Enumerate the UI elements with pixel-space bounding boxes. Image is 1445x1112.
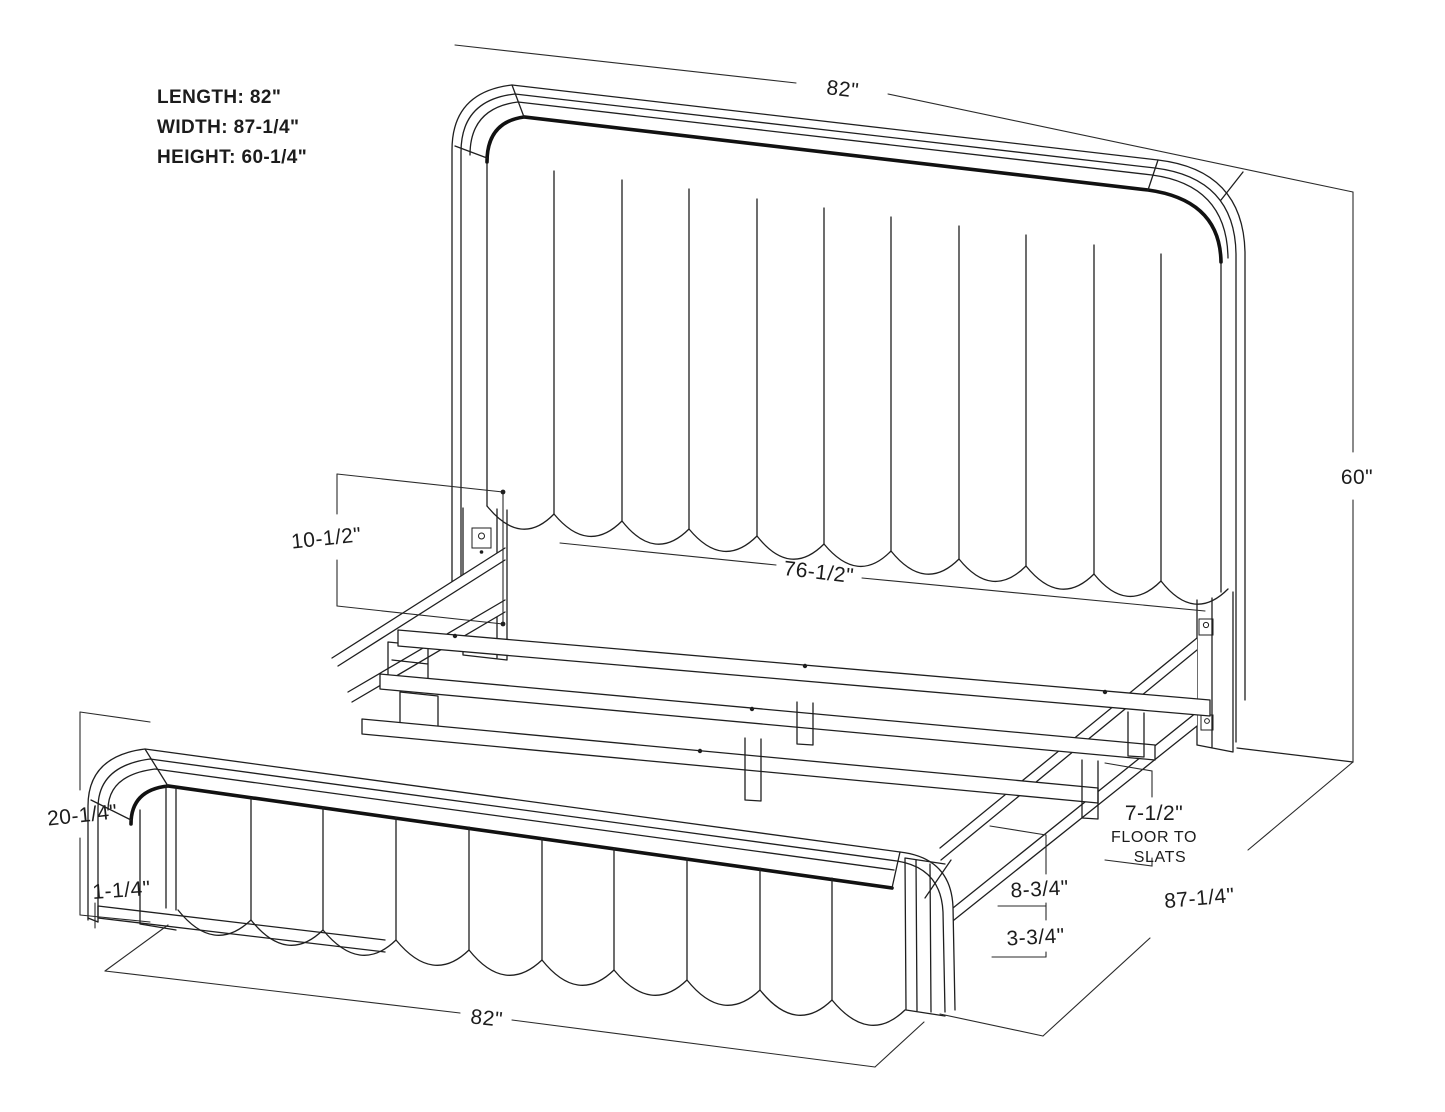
floor-outline — [1236, 747, 1354, 763]
dim-base-reveal: 1-1/4" — [92, 877, 152, 904]
spec-block: LENGTH: 82" WIDTH: 87-1/4" HEIGHT: 60-1/… — [157, 87, 307, 168]
dim-leg-rail-height: 10-1/2" — [290, 523, 363, 553]
dimension-lines — [79, 44, 1354, 1068]
spec-width: WIDTH: 87-1/4" — [157, 117, 299, 138]
dim-footboard-width: 82" — [469, 1005, 504, 1031]
dim-floor-to-slats-note-2: SLATS — [1134, 849, 1187, 866]
slat-frame — [361, 629, 1211, 820]
spec-length: LENGTH: 82" — [157, 87, 281, 108]
dim-floor-to-slats-note-1: FLOOR TO — [1111, 829, 1197, 846]
spec-height: HEIGHT: 60-1/4" — [157, 147, 307, 168]
dim-headboard-width: 82" — [825, 76, 860, 103]
dim-side-rail-height: 8-3/4" — [1010, 876, 1069, 902]
footboard — [87, 748, 956, 1026]
dim-floor-to-slats-value: 7-1/2" — [1125, 802, 1183, 825]
dim-overall-height: 60" — [1341, 466, 1373, 489]
dim-rail-clearance: 3-3/4" — [1006, 924, 1065, 950]
dimension-labels: 82" 60" 10-1/2" 76-1/2" 20-1/4" 1-1/4" 7… — [46, 76, 1373, 1031]
dim-overall-depth: 87-1/4" — [1163, 884, 1235, 913]
